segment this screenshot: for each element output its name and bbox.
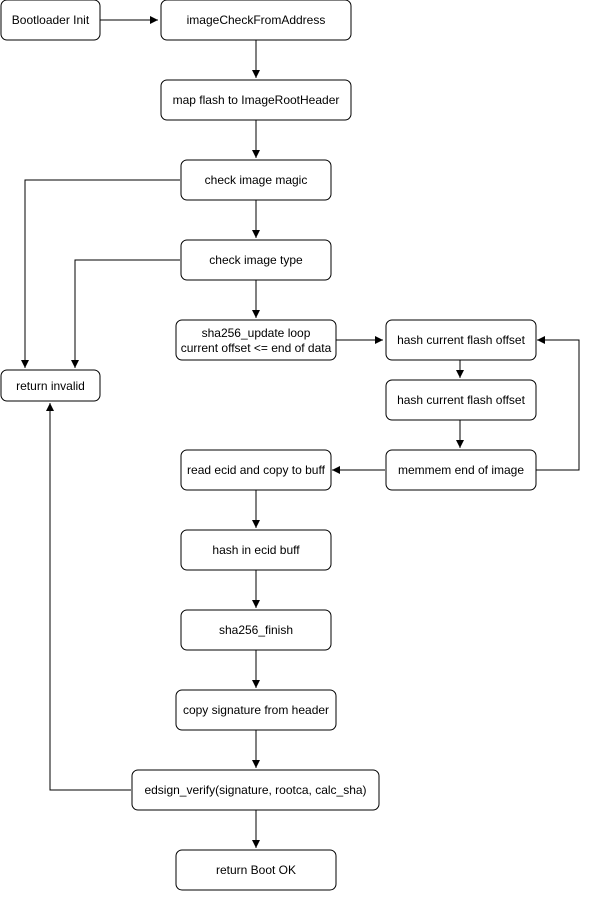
node-sha256-update-loop-label-line1: sha256_update loop [202, 326, 311, 340]
node-sha256-finish-label: sha256_finish [219, 623, 293, 637]
node-bootloader-init-label: Bootloader Init [12, 13, 90, 27]
node-bootloader-init: Bootloader Init [0, 0, 101, 41]
node-check-image-magic-label: check image magic [205, 173, 308, 187]
node-memmem-end-of-image-label: memmem end of image [398, 463, 524, 477]
node-edsign-verify: edsign_verify(signature, rootca, calc_sh… [131, 769, 380, 811]
node-hash-current-flash-offset-1-label: hash current flash offset [397, 333, 526, 347]
edge-type-to-return-invalid [71, 259, 180, 368]
node-sha256-finish: sha256_finish [180, 609, 332, 651]
node-copy-signature-label: copy signature from header [183, 703, 329, 717]
node-sha256-update-loop: sha256_update loop current offset <= end… [175, 319, 337, 361]
edge-magic-to-return-invalid [21, 179, 180, 368]
node-check-image-type-label: check image type [209, 253, 303, 267]
node-image-check-from-address-label: imageCheckFromAddress [187, 13, 326, 27]
edge-memmem-loop-to-hash1 [535, 336, 580, 471]
node-edsign-verify-label: edsign_verify(signature, rootca, calc_sh… [144, 783, 366, 797]
node-hash-current-flash-offset-1: hash current flash offset [385, 319, 537, 361]
node-copy-signature: copy signature from header [175, 689, 337, 731]
node-hash-current-flash-offset-2-label: hash current flash offset [397, 393, 526, 407]
edge-edsign-to-return-invalid [46, 403, 131, 791]
node-read-ecid: read ecid and copy to buff [180, 449, 332, 491]
node-hash-in-ecid-buff-label: hash in ecid buff [212, 543, 300, 557]
node-hash-current-flash-offset-2: hash current flash offset [385, 379, 537, 421]
node-image-check-from-address: imageCheckFromAddress [160, 0, 352, 41]
node-check-image-magic: check image magic [180, 159, 332, 201]
node-map-flash: map flash to ImageRootHeader [160, 79, 352, 121]
edges [21, 16, 580, 848]
node-check-image-type: check image type [180, 239, 332, 281]
node-read-ecid-label: read ecid and copy to buff [187, 463, 326, 477]
node-return-invalid: return invalid [0, 369, 101, 402]
node-map-flash-label: map flash to ImageRootHeader [173, 93, 340, 107]
node-sha256-update-loop-label-line2: current offset <= end of data [181, 341, 332, 355]
node-return-invalid-label: return invalid [16, 379, 85, 393]
node-return-boot-ok-label: return Boot OK [216, 863, 296, 877]
node-memmem-end-of-image: memmem end of image [385, 449, 537, 491]
node-hash-in-ecid-buff: hash in ecid buff [180, 529, 332, 571]
node-return-boot-ok: return Boot OK [175, 849, 337, 891]
